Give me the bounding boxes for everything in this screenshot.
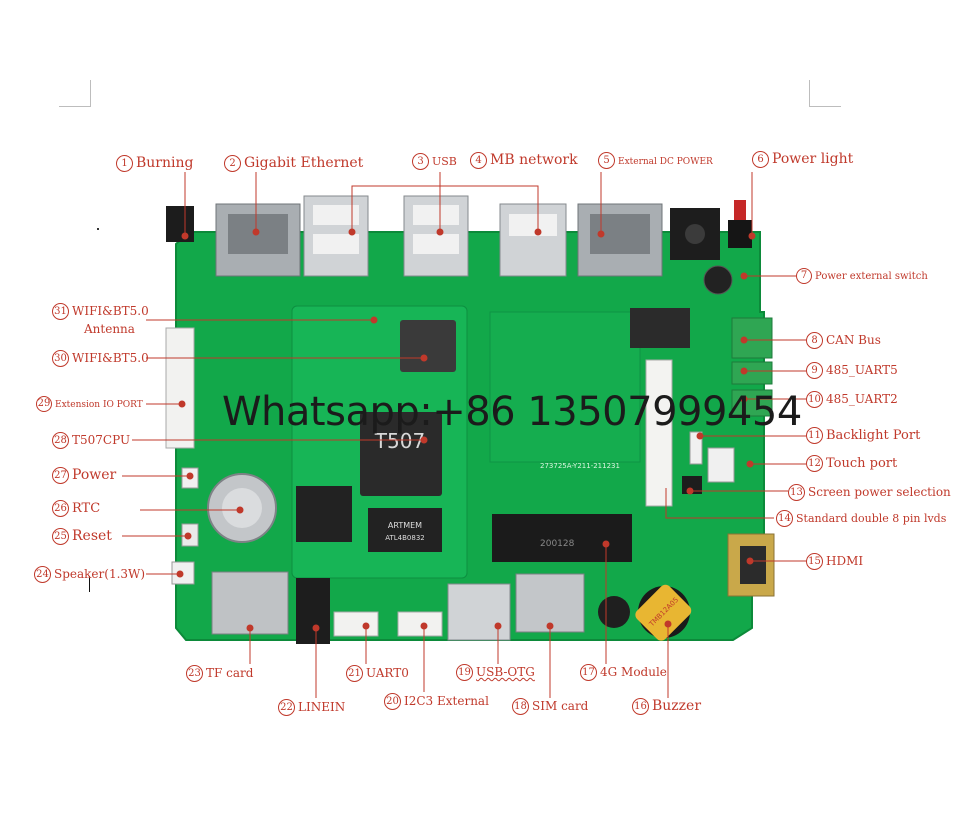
ram-model-text: ATL4B0832 — [385, 534, 425, 542]
wifi-module — [400, 320, 456, 372]
dot-mark — [97, 228, 99, 230]
usb-otg-port — [447, 583, 511, 641]
crop-mark-top-left — [59, 80, 91, 107]
cpu-model-text: T507 — [374, 429, 425, 453]
backlight-connector — [689, 431, 703, 465]
pulse-transformer — [630, 308, 690, 348]
crop-mark-top-right — [809, 80, 841, 107]
lvds-header — [645, 359, 673, 507]
can-terminal — [731, 317, 773, 359]
ram-brand-text: ARTMEM — [388, 521, 422, 530]
4g-capacitor — [598, 596, 630, 628]
watermark-text: Whatsapp:+86 13507999454 — [222, 389, 802, 435]
slot-label-text: 200128 — [540, 539, 575, 549]
power-led — [734, 200, 746, 220]
text-cursor — [89, 576, 90, 592]
burning-switch — [166, 206, 194, 242]
mpcie-slot — [492, 514, 632, 562]
touch-connector — [707, 447, 735, 483]
linein-jack — [296, 578, 330, 644]
tf-card-slot — [211, 571, 289, 635]
4g-area — [489, 311, 641, 463]
ram-chip-1 — [296, 486, 352, 542]
485-uart5-terminal — [731, 361, 773, 385]
i2c3-connector — [397, 611, 443, 637]
sim-card-slot — [515, 573, 585, 633]
cpu-chip — [360, 412, 442, 496]
ram-chip-2 — [368, 508, 442, 552]
capacitor — [703, 265, 733, 295]
485-uart2-terminal — [731, 389, 773, 417]
uart0-connector — [333, 611, 379, 637]
pcb-code-text: 273725A-Y211-211231 — [540, 462, 620, 470]
extension-io-header — [165, 327, 195, 449]
